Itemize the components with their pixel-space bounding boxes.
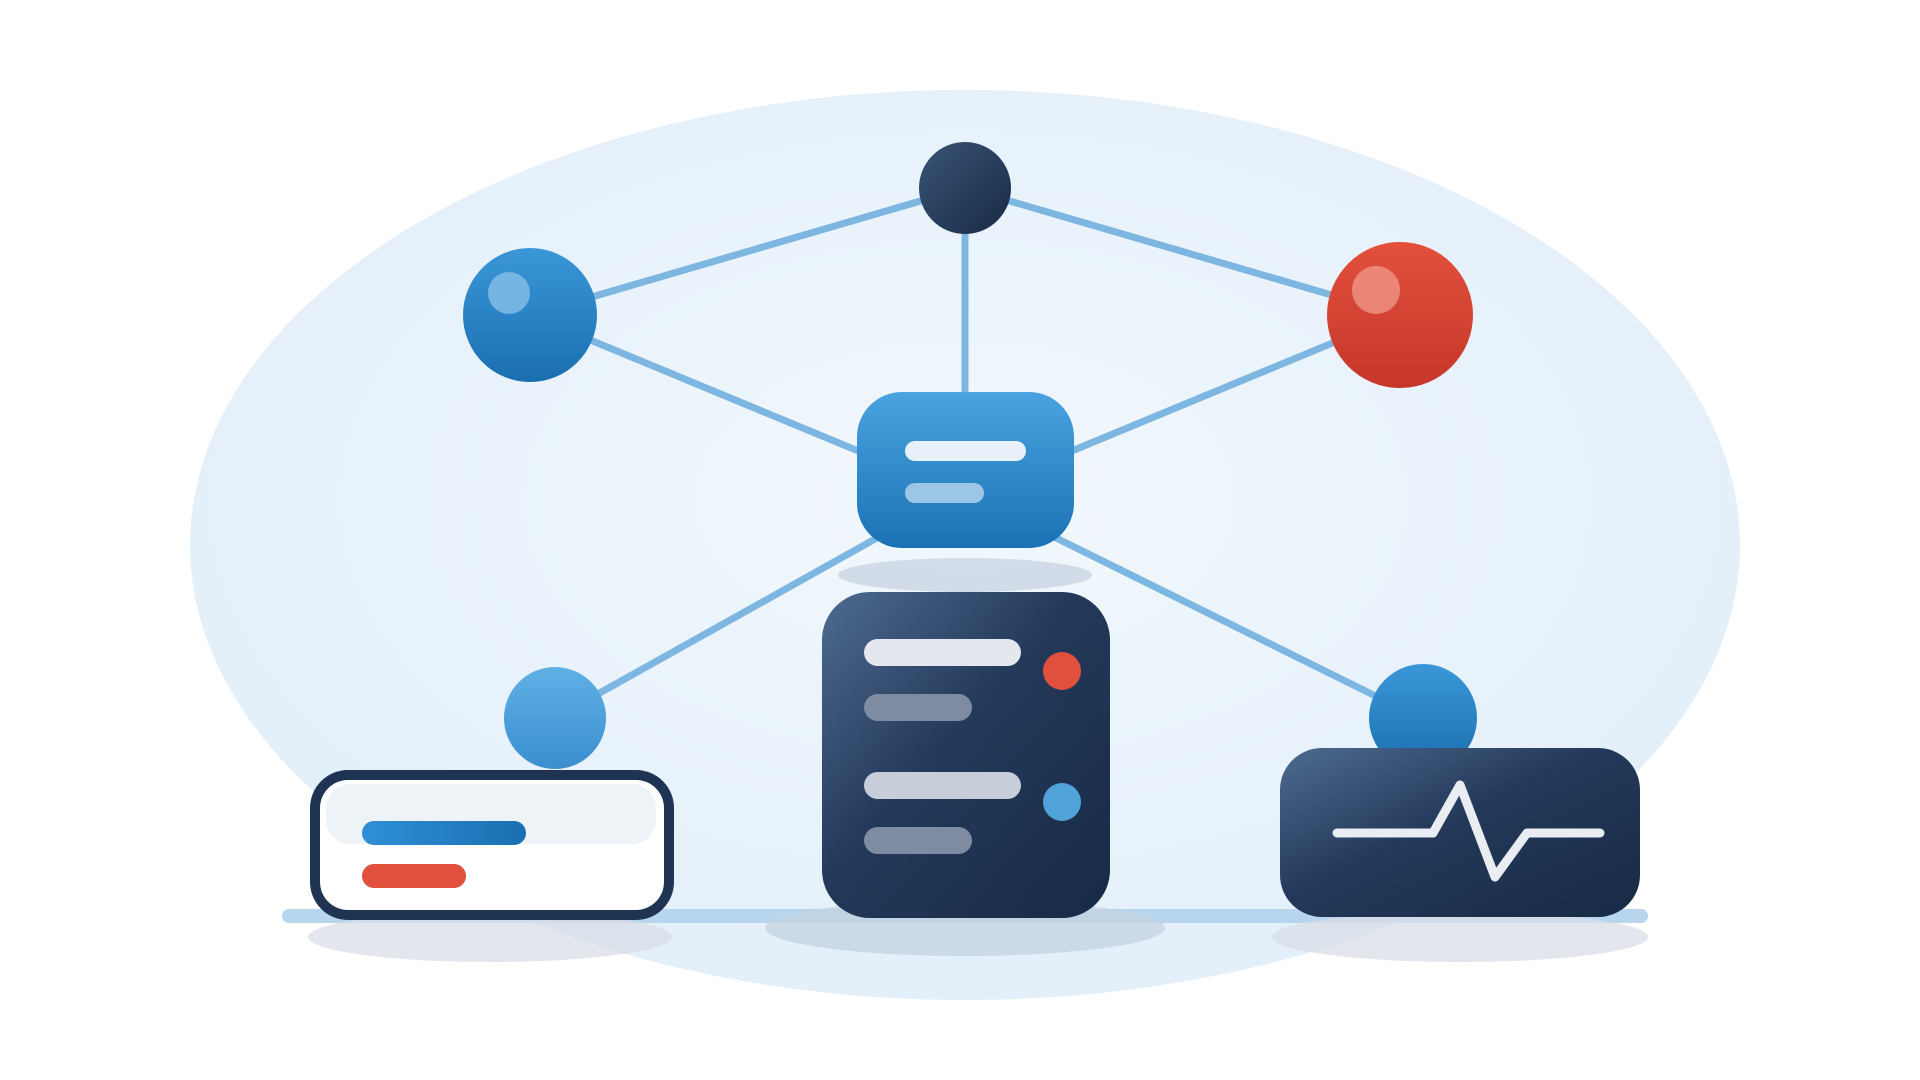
top-node (919, 142, 1011, 234)
left-node (463, 248, 597, 382)
connector-top-left (526, 184, 969, 319)
message-icon (905, 441, 1026, 503)
server-status-red (1043, 652, 1081, 690)
connectors (526, 184, 1424, 722)
monitor-shadow (1272, 912, 1648, 962)
form-blue-bar (362, 821, 526, 845)
server-icon (864, 639, 1081, 854)
bottom-right-node (1369, 664, 1477, 772)
form-icon (362, 821, 526, 888)
right-node-highlight (1352, 266, 1400, 314)
connector-hub-bottom-right (1026, 521, 1424, 722)
monitor-panel (1280, 748, 1640, 917)
form-panel (310, 770, 674, 920)
connector-hub-bottom-left (551, 521, 904, 722)
connector-top-right (961, 184, 1404, 319)
bottom-left-node (504, 667, 606, 769)
server-bar-1 (864, 639, 1021, 666)
server-bar-3 (864, 772, 1021, 799)
form-shadow (308, 912, 672, 962)
server-unit (822, 592, 1110, 918)
hub-message-node (857, 392, 1074, 548)
form-red-bar (362, 864, 466, 888)
server-bar-2 (864, 694, 972, 721)
pulse-icon (1332, 780, 1605, 882)
server-status-blue (1043, 783, 1081, 821)
server-bar-4 (864, 827, 972, 854)
hub-shadow (838, 558, 1092, 592)
left-node-highlight (488, 272, 530, 314)
right-node (1327, 242, 1473, 388)
